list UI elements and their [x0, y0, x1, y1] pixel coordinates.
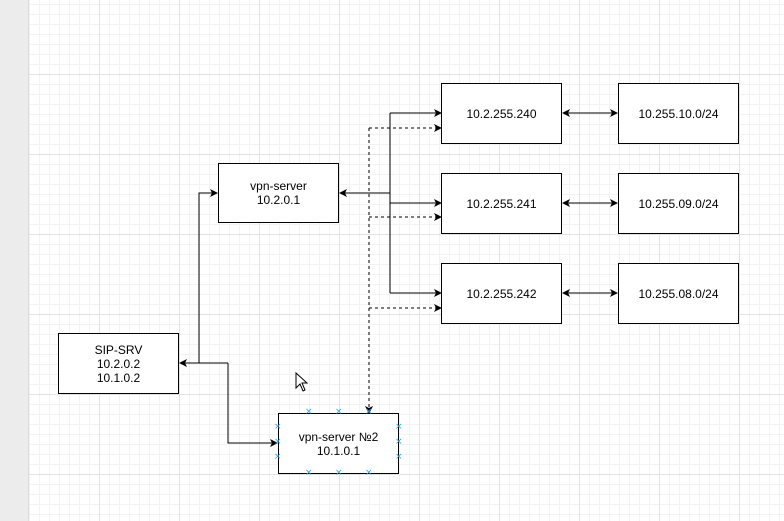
mouse-cursor-icon	[295, 372, 309, 392]
sip-srv-ip-2: 10.1.0.2	[96, 370, 141, 385]
subnet-node[interactable]: 10.255.08.0/24	[618, 263, 739, 324]
vpn-server-2-ip: 10.1.0.1	[316, 443, 361, 458]
selection-handle[interactable]: ×	[395, 422, 403, 432]
selection-handle[interactable]: ×	[395, 452, 403, 462]
peer-label: 10.2.255.242	[466, 286, 537, 301]
vpn-server-2-node[interactable]: vpn-server №2 10.1.0.1	[278, 413, 399, 474]
selection-handle[interactable]: ×	[274, 452, 282, 462]
selection-handle[interactable]: ×	[305, 407, 313, 417]
selection-handle[interactable]: ×	[305, 468, 313, 478]
subnet-node[interactable]: 10.255.09.0/24	[618, 173, 739, 234]
peer-label: 10.2.255.241	[466, 196, 537, 211]
vpn-server-name: vpn-server	[250, 179, 307, 193]
peer-node[interactable]: 10.2.255.242	[441, 263, 562, 324]
vpn-server-node[interactable]: vpn-server 10.2.0.1	[218, 163, 339, 223]
subnet-label: 10.255.10.0/24	[638, 106, 719, 121]
edge-vpn-server-to-peers[interactable]	[339, 109, 442, 297]
edge-vpn-server2-to-peers[interactable]	[365, 124, 442, 414]
selection-handle[interactable]: ×	[274, 437, 282, 447]
selection-handle[interactable]: ×	[335, 407, 343, 417]
subnet-node[interactable]: 10.255.10.0/24	[618, 83, 739, 144]
selection-handle[interactable]: ×	[365, 468, 373, 478]
edge-peer-to-subnet[interactable]	[562, 109, 618, 297]
left-panel-gutter	[0, 0, 29, 521]
selection-handle[interactable]: ×	[274, 422, 282, 432]
subnet-label: 10.255.09.0/24	[638, 196, 719, 211]
selection-handle[interactable]: ×	[365, 407, 373, 417]
vpn-server-2-name: vpn-server №2	[298, 429, 379, 444]
peer-node[interactable]: 10.2.255.240	[441, 83, 562, 144]
peer-node[interactable]: 10.2.255.241	[441, 173, 562, 234]
sip-srv-ip-1: 10.2.0.2	[96, 356, 141, 371]
sip-srv-name: SIP-SRV	[94, 342, 143, 357]
peer-label: 10.2.255.240	[466, 106, 537, 121]
edge-sip-srv-links[interactable]	[179, 189, 278, 447]
sip-srv-node[interactable]: SIP-SRV 10.2.0.2 10.1.0.2	[58, 333, 179, 394]
vpn-server-ip: 10.2.0.1	[256, 193, 301, 207]
selection-handle[interactable]: ×	[395, 437, 403, 447]
subnet-label: 10.255.08.0/24	[638, 286, 719, 301]
selection-handle[interactable]: ×	[335, 468, 343, 478]
